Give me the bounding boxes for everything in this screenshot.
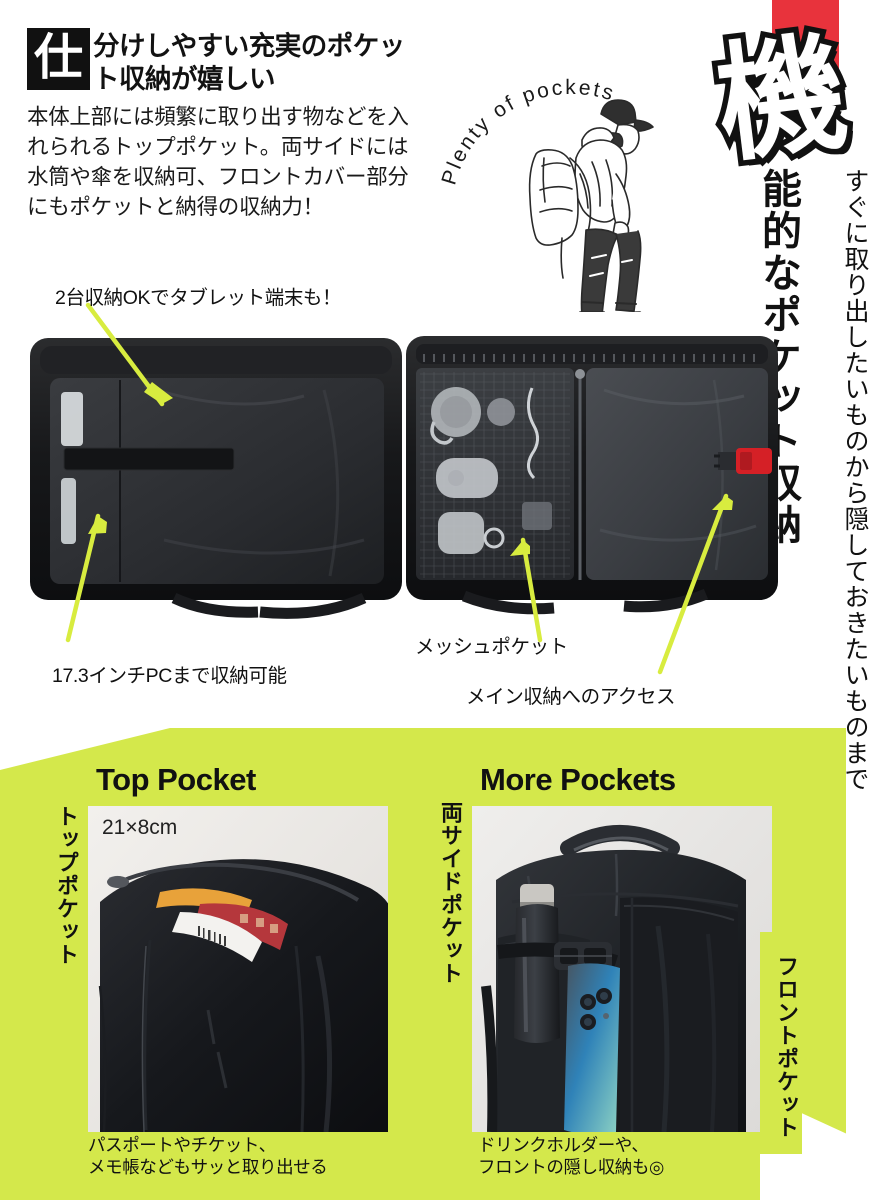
callout-label-main-access: メイン収納へのアクセス	[466, 686, 676, 708]
hero-kanji: 機	[704, 12, 860, 186]
dimension-label: 21×8cm	[102, 816, 178, 839]
main-product-photo	[24, 330, 784, 620]
caption-top-pocket-line1: パスポートやチケット、	[88, 1135, 276, 1155]
vtab-top-pocket-label: トップポケット	[54, 804, 79, 966]
front-panel	[620, 897, 738, 1132]
mesh-item-earbuds	[438, 512, 484, 554]
item-ticket	[172, 912, 262, 962]
shoulder-strap	[481, 985, 498, 1132]
hero-vertical-subtext: すぐに取り出したいものから隠しておきたいものまで	[841, 168, 869, 792]
mesh-item-cable	[527, 387, 539, 480]
header-block: 仕 分けしやすい充実のポケット収納が嬉しい 本体上部には頻繁に取り出す物などを入…	[27, 28, 427, 222]
caption-more-pockets: ドリンクホルダーや、 フロントの隠し収納も◎	[478, 1134, 664, 1178]
photo-top-pocket: 21×8cm	[88, 806, 388, 1132]
caption-more-pockets-line1: ドリンクホルダーや、	[478, 1135, 649, 1155]
vtab-front-pocket-label: フロントポケット	[774, 955, 799, 1139]
main-photo-svg	[30, 336, 778, 619]
illustration-svg: Plenty of pockets	[437, 76, 654, 312]
vtab-side-pocket-label: 両サイドポケット	[438, 801, 463, 985]
callout-label-tablet: 2台収納OKでタブレット端末も！	[55, 287, 342, 309]
header-kanji-badge: 仕	[27, 28, 90, 90]
photo-more-pockets	[472, 806, 772, 1132]
section-title-more-pockets: More Pockets	[480, 762, 676, 797]
section-top-pocket: Top Pocket	[96, 762, 256, 798]
item-passport	[194, 903, 288, 950]
left-compartment	[30, 338, 402, 619]
red-buckle	[714, 448, 772, 474]
header-title-row: 仕 分けしやすい充実のポケット収納が嬉しい	[27, 28, 427, 96]
item-water-bottle	[514, 884, 560, 1043]
header-description: 本体上部には頻繁に取り出す物などを入れられるトップポケット。両サイドには水筒や傘…	[27, 105, 409, 219]
caption-top-pocket-line2: メモ帳などもサッと取り出せる	[88, 1157, 328, 1177]
plenty-of-pockets-illustration: Plenty of pockets	[430, 62, 730, 312]
strap-buckle	[554, 942, 612, 970]
more-pockets-svg	[472, 806, 772, 1132]
page-title: 分けしやすい充実のポケット収納が嬉しい	[93, 31, 405, 94]
section-title-top-pocket: Top Pocket	[96, 762, 256, 797]
vtab-top-pocket: トップポケット	[40, 770, 82, 992]
item-smartphone	[564, 963, 620, 1132]
callout-label-pc: 17.3インチPCまで収納可能	[52, 665, 287, 687]
top-pocket-svg	[88, 806, 388, 1132]
section-more-pockets: More Pockets	[480, 762, 676, 798]
person-backpack-figure	[528, 99, 654, 312]
mesh-item-case	[436, 458, 498, 498]
caption-top-pocket: パスポートやチケット、 メモ帳などもサッと取り出せる	[88, 1134, 328, 1178]
right-compartment	[406, 336, 778, 615]
caption-more-pockets-line2: フロントの隠し収納も◎	[478, 1157, 664, 1177]
red-accent-tab	[772, 0, 839, 127]
vtab-front-pocket: フロントポケット	[760, 932, 802, 1154]
vtab-side-pocket: 両サイドポケット	[424, 770, 466, 1008]
top-handle	[560, 825, 680, 856]
callout-label-mesh: メッシュポケット	[415, 636, 568, 658]
